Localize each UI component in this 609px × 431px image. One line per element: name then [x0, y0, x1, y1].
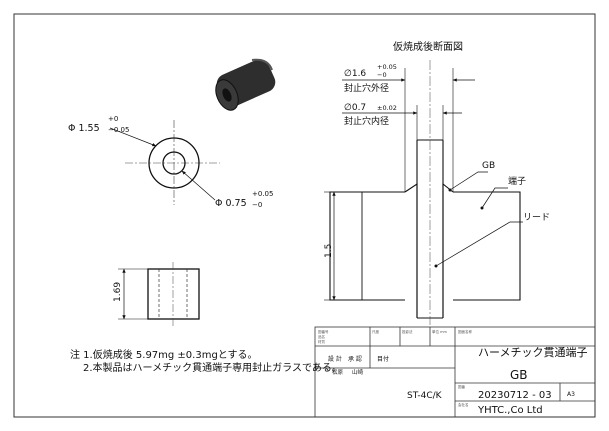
approver-name: 山崎	[352, 368, 364, 376]
note-line-1: 注 1.仮焼成後 5.97mg ±0.3mgとする。	[70, 348, 258, 361]
designer-label: 設 計	[328, 355, 342, 363]
inner-hole-tol: ±0.02	[377, 104, 397, 112]
drawing-number: 20230712 - 03	[478, 390, 552, 401]
svg-text:材質: 材質	[318, 339, 326, 344]
product-name: ハーメチック貫通端子	[478, 346, 588, 359]
section-view	[324, 60, 523, 325]
svg-text:尺度: 尺度	[372, 329, 380, 334]
front-inner-tol-upper: +0.05	[252, 190, 273, 198]
terminal-label: 端子	[508, 175, 526, 187]
title-block	[314, 326, 596, 418]
outer-hole-tol-lower: −0	[377, 71, 387, 79]
approver-label: 承 認	[348, 355, 362, 363]
sheet-border	[13, 13, 596, 418]
outer-hole-label: 封止穴外径	[344, 82, 389, 94]
front-view	[109, 120, 220, 205]
gb-label: GB	[482, 161, 495, 171]
inner-hole-dia: ∅0.7	[344, 103, 366, 113]
svg-text:単位 mm: 単位 mm	[432, 329, 448, 334]
note-line-2: 2.本製品はハーメチック貫通端子専用封止ガラスである。	[83, 361, 342, 374]
inner-hole-label: 封止穴内径	[344, 115, 389, 127]
svg-text:図面名称: 図面名称	[458, 329, 472, 334]
sheet-size: A3	[567, 391, 575, 398]
inner-circle	[162, 151, 186, 175]
side-view	[118, 262, 200, 326]
svg-text:図番: 図番	[458, 384, 466, 389]
lead-label: リード	[523, 213, 550, 223]
front-outer-tol-lower: −0.05	[108, 126, 129, 134]
section-height-dim: 1.5	[324, 244, 334, 258]
model-number: ST-4C/K	[407, 391, 443, 401]
company-name: YHTC.,Co Ltd	[477, 405, 543, 416]
front-outer-tol-upper: +0	[108, 115, 118, 123]
cylinder-3d-illustration	[215, 58, 276, 111]
side-height-dim: 1.69	[113, 282, 123, 302]
title-block-fine-print: 図番号 品名 材質 尺度 投影法 単位 mm 図面名称 図番 会社名	[318, 329, 472, 407]
front-outer-dia: Φ 1.55	[68, 123, 100, 134]
part-code: GB	[510, 368, 528, 382]
section-leader-dots	[434, 188, 484, 268]
front-inner-dia: Φ 0.75	[215, 198, 247, 209]
outer-hole-dia: ∅1.6	[344, 69, 366, 79]
section-view-title: 仮焼成後断面図	[393, 40, 463, 53]
svg-text:会社名: 会社名	[458, 402, 469, 407]
designer-name: 松原	[332, 368, 344, 376]
outer-circle	[148, 137, 200, 189]
date-label: 目付	[377, 355, 389, 363]
svg-text:投影法: 投影法	[402, 329, 413, 334]
front-inner-tol-lower: −0	[252, 201, 262, 209]
svg-text:品名: 品名	[318, 334, 325, 339]
svg-text:図番号: 図番号	[318, 329, 329, 334]
outer-hole-tol-upper: +0.05	[377, 63, 397, 71]
